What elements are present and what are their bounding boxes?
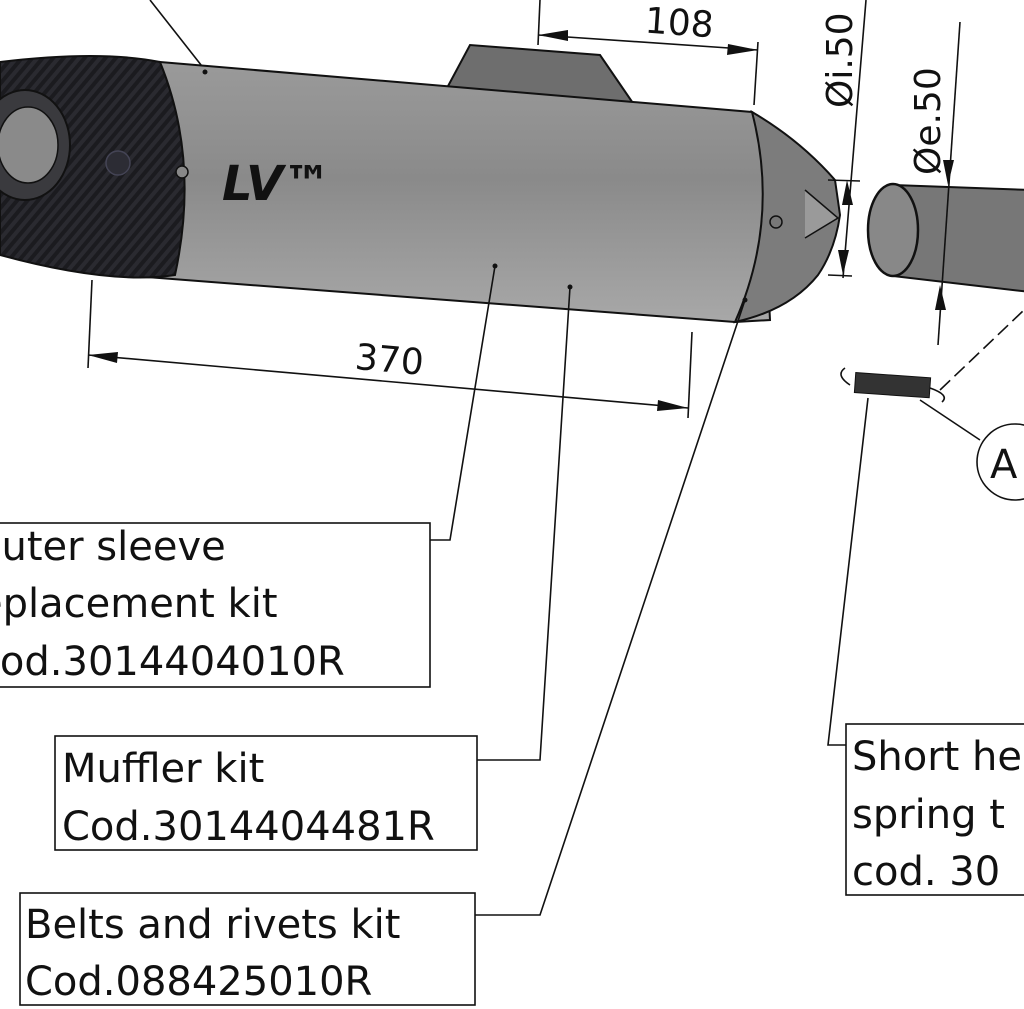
svg-text:A: A	[990, 442, 1018, 488]
leader-outer-sleeve-top	[149, 0, 206, 71]
dimension-370: 370	[87, 279, 693, 419]
detail-marker-a: A	[976, 423, 1024, 501]
dimension-inner-diameter-label: Øi.50	[820, 12, 861, 108]
callout-outer-sleeve: Outer sleeve Replacement kit Cod.3014404…	[0, 265, 496, 688]
svg-text:Belts and rivets kit: Belts and rivets kit	[25, 902, 400, 948]
svg-text:Short he: Short he	[852, 734, 1022, 780]
callout-belts-rivets-kit: Belts and rivets kit Cod.088425010R	[19, 299, 746, 1006]
svg-text:spring t: spring t	[852, 792, 1005, 838]
svg-text:cod. 30: cod. 30	[852, 849, 1000, 895]
svg-text:Cod.088425010R: Cod.088425010R	[25, 959, 372, 1005]
svg-text:Replacement kit: Replacement kit	[0, 581, 278, 627]
dimension-outer-diameter: Øe.50	[908, 21, 961, 346]
carbon-end-cap	[0, 55, 189, 279]
dimension-inner-diameter: Øi.50	[820, 0, 867, 279]
callout-spring: Short he spring t cod. 30	[827, 397, 1024, 896]
svg-text:Outer sleeve: Outer sleeve	[0, 524, 226, 570]
lv-logo: LV™	[222, 156, 331, 212]
dimension-108-label: 108	[644, 1, 715, 47]
link-pipe	[866, 182, 1024, 293]
dimension-370-label: 370	[353, 337, 425, 384]
callout-muffler-kit: Muffler kit Cod.3014404481R	[54, 286, 571, 851]
svg-text:Cod.3014404010R: Cod.3014404010R	[0, 639, 345, 685]
spring	[840, 309, 1024, 441]
dimension-108: 108	[537, 0, 759, 106]
svg-text:Cod.3014404481R: Cod.3014404481R	[62, 804, 435, 850]
svg-text:Muffler kit: Muffler kit	[62, 746, 264, 792]
dimension-outer-diameter-label: Øe.50	[908, 67, 949, 175]
